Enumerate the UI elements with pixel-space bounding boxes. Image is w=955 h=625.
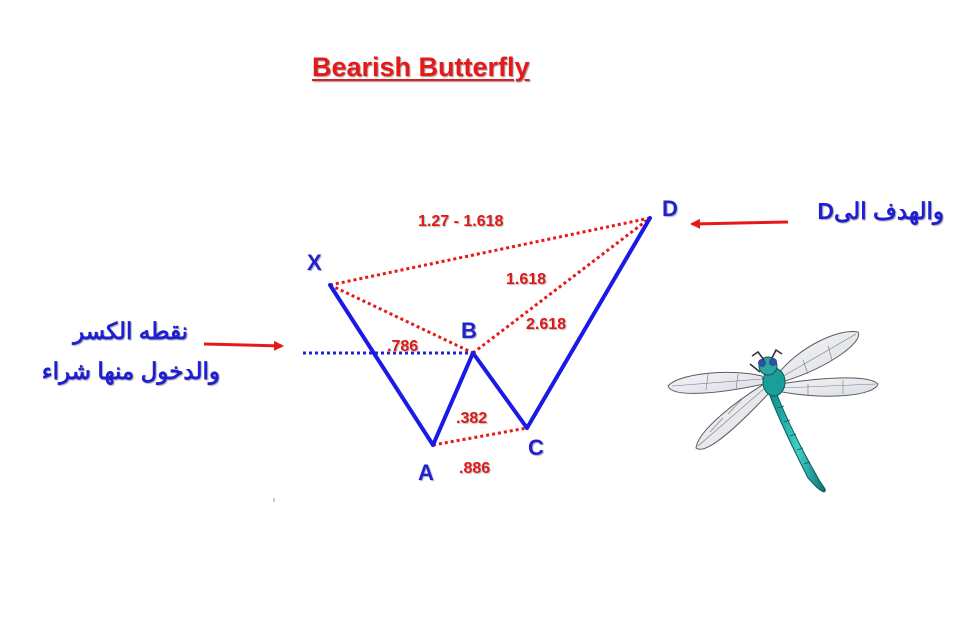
ratio-label: 1.27 - 1.618	[418, 213, 504, 230]
dragonfly-illustration	[667, 331, 879, 493]
target-arrow	[690, 218, 789, 229]
pattern-lines	[328, 216, 652, 447]
leg-CD	[525, 216, 652, 430]
point-label-b: B	[461, 318, 477, 343]
ratio-line-BD	[472, 216, 651, 355]
breakout-annotation-line1: نقطه الكسر	[73, 318, 188, 344]
ratio-lines	[329, 216, 651, 447]
ratio-label: .886	[459, 460, 491, 477]
ratio-label: .786	[387, 338, 419, 355]
point-label-d: D	[662, 196, 678, 221]
ratio-label: .382	[456, 410, 488, 427]
leg-XA	[328, 283, 435, 447]
ratio-line-XB	[329, 283, 474, 355]
point-label-a: A	[418, 460, 434, 485]
ratio-label: 2.618	[526, 316, 567, 333]
point-label-c: C	[528, 435, 544, 460]
point-label-x: X	[307, 250, 322, 275]
ratio-line-XD	[329, 216, 651, 287]
leg-AB	[431, 351, 475, 447]
breakout-arrow	[203, 340, 284, 351]
target-annotation: والهدف الىD	[817, 198, 944, 224]
leg-BC	[471, 351, 529, 430]
ratio-label: 1.618	[506, 271, 547, 288]
ratio-line-AC	[432, 426, 528, 447]
breakout-annotation-line2: والدخول منها شراء	[41, 358, 220, 384]
diagram-title: Bearish Butterfly	[312, 52, 530, 82]
